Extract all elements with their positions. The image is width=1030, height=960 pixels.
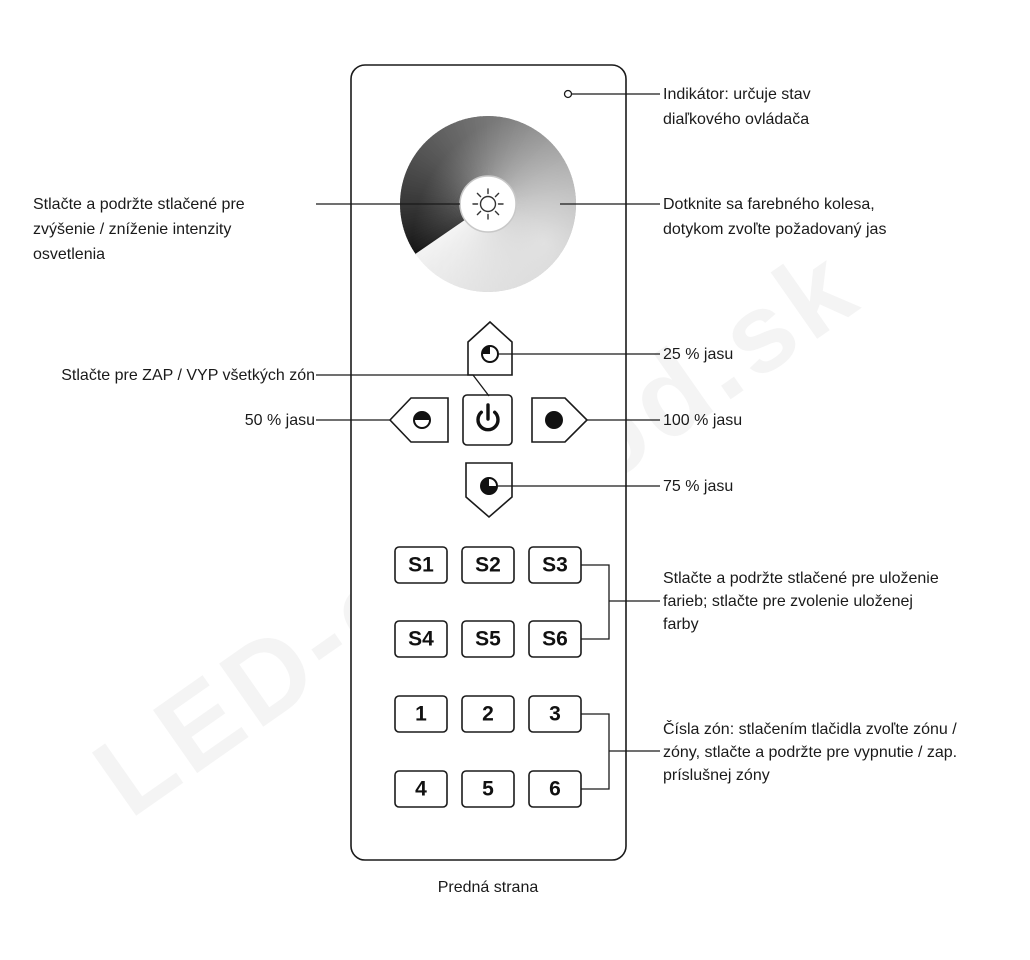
zone-button-label: 5 [482,778,494,801]
zone-button-1[interactable]: 1 [394,695,448,733]
three-quarter-circle-icon [480,477,498,495]
sun-icon [472,188,504,220]
onoff-leader [316,374,490,397]
scene-button-s4[interactable]: S4 [394,620,448,658]
sun-ray [494,192,500,198]
scene-button-label: S2 [475,554,501,577]
wheel-callout-line: Dotknite sa farebného kolesa, [663,196,875,213]
zone-button-label: 6 [549,778,561,801]
scene-button-s3[interactable]: S3 [528,546,582,584]
sun-ray [476,210,482,216]
zone-button-4[interactable]: 4 [394,770,448,808]
callout-lines [316,93,660,790]
scenes-bracket [581,564,610,640]
zone-button-5[interactable]: 5 [461,770,515,808]
zone-buttons: 1 2 3 4 5 6 [394,695,582,808]
b75-callout: 75 % jasu [663,478,733,495]
indicator-callout-line: diaľkového ovládača [663,111,809,128]
zone-button-3[interactable]: 3 [528,695,582,733]
b50-callout: 50 % jasu [245,412,315,429]
indicator-callout-line: Indikátor: určuje stav [663,86,811,103]
scene-button-label: S6 [542,628,568,651]
wheel-callout: Dotknite sa farebného kolesa, dotykom zv… [663,196,886,238]
scene-button-s5[interactable]: S5 [461,620,515,658]
brightness-50-button[interactable] [388,397,449,443]
zone-button-label: 1 [415,703,427,726]
brightness-75-button[interactable] [465,462,513,519]
scene-button-s2[interactable]: S2 [461,546,515,584]
zones-callout: Čísla zón: stlačením tlačidla zvoľte zón… [663,719,962,784]
scenes-callout-line: farieb; stlačte pre zvolenie uloženej [663,593,913,610]
b25-callout: 25 % jasu [663,346,733,363]
brightness-hold-callout-line: Stlačte a podržte stlačené pre [33,196,245,213]
scene-button-label: S4 [408,628,434,651]
brightness-hold-callout: Stlačte a podržte stlačené pre zvýšenie … [33,196,249,263]
brightness-100-button[interactable] [531,397,589,443]
zone-button-label: 4 [415,778,427,801]
brightness-hold-callout-line: osvetlenia [33,246,105,263]
power-button[interactable] [462,394,513,446]
zone-button-6[interactable]: 6 [528,770,582,808]
scenes-callout-line: Stlačte a podržte stlačené pre uloženie [663,570,939,587]
scene-button-s1[interactable]: S1 [394,546,448,584]
zone-button-2[interactable]: 2 [461,695,515,733]
wheel-callout-line: dotykom zvoľte požadovaný jas [663,221,886,238]
indicator-callout: Indikátor: určuje stav diaľkového ovláda… [663,86,815,128]
indicator-led-icon [563,89,573,99]
full-circle-icon [545,411,563,429]
scene-button-label: S5 [475,628,501,651]
onoff-callout: Stlačte pre ZAP / VYP všetkých zón [61,367,315,384]
scenes-callout-line: farby [663,616,699,633]
scene-button-label: S1 [408,554,434,577]
scene-buttons: S1 S2 S3 S4 S5 S6 [394,546,582,658]
brightness-25-button[interactable] [467,320,513,376]
caption: Predná strana [438,879,539,896]
power-icon [476,403,500,432]
sun-ray [494,210,500,216]
brightness-button[interactable] [459,175,517,233]
b100-callout: 100 % jasu [663,412,742,429]
zone-button-label: 2 [482,703,494,726]
scenes-callout: Stlačte a podržte stlačené pre uloženie … [663,570,943,633]
zones-callout-line: Čísla zón: stlačením tlačidla zvoľte zón… [663,719,957,738]
zones-callout-line: príslušnej zóny [663,767,770,784]
sun-ray [476,192,482,198]
scene-button-label: S3 [542,554,568,577]
zone-button-label: 3 [549,703,561,726]
scene-button-s6[interactable]: S6 [528,620,582,658]
quarter-circle-icon [481,345,499,363]
half-circle-icon [413,411,431,429]
brightness-hold-callout-line: zvýšenie / zníženie intenzity [33,221,231,238]
zones-callout-line: zóny, stlačte a podržte pre vypnutie / z… [663,744,957,761]
